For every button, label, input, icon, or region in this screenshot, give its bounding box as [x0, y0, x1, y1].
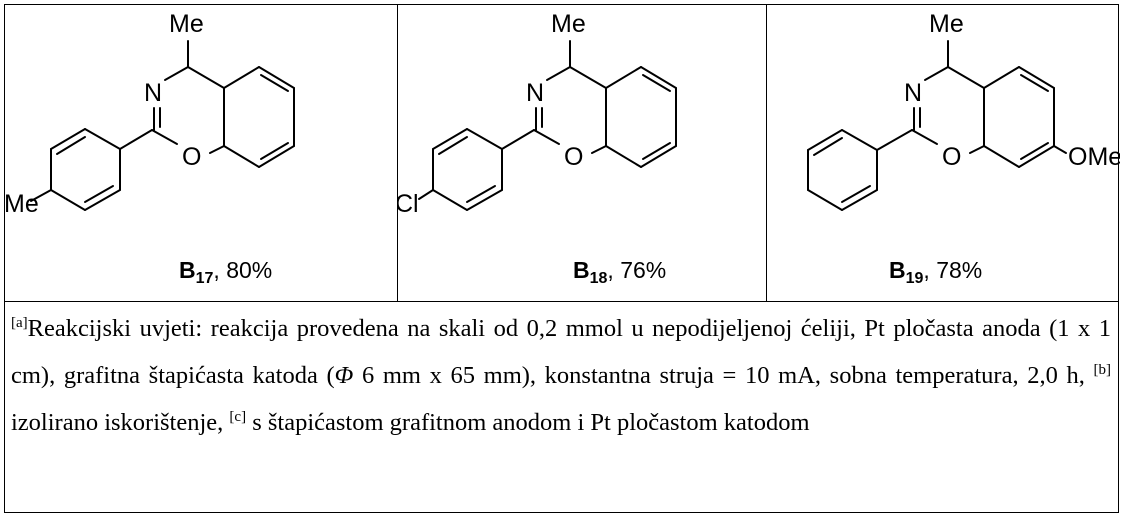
compound-label-b19: B19, 78% — [889, 257, 983, 287]
structure-b17: Me N O — [5, 10, 295, 218]
para-substituent-label: Cl — [397, 190, 419, 218]
para-substituent-label: Me — [5, 190, 39, 218]
methyl-label: Me — [551, 10, 586, 38]
compound-cell-b17: Me N O — [5, 5, 398, 301]
structure-b18: Me N O — [397, 10, 677, 218]
row-divider — [5, 301, 1118, 302]
methoxy-label: OMe — [1068, 143, 1120, 171]
oxygen-label: O — [942, 143, 961, 171]
structure-b19: Me N O OMe — [807, 10, 1120, 211]
compound-label-b18: B18, 76% — [573, 257, 667, 287]
compound-label-b17: B17, 80% — [179, 257, 273, 287]
compound-cell-b18: Me N O — [397, 5, 767, 301]
nitrogen-label: N — [144, 79, 162, 107]
methyl-label: Me — [929, 10, 964, 38]
nitrogen-label: N — [904, 79, 922, 107]
results-table: Me N O — [4, 4, 1120, 513]
nitrogen-label: N — [526, 79, 544, 107]
methyl-label: Me — [169, 10, 204, 38]
compound-cell-b19: Me N O OMe — [766, 5, 1120, 301]
oxygen-label: O — [564, 143, 583, 171]
oxygen-label: O — [182, 143, 201, 171]
table-footnote: [a]Reakcijski uvjeti: reakcija provedena… — [11, 315, 1111, 436]
